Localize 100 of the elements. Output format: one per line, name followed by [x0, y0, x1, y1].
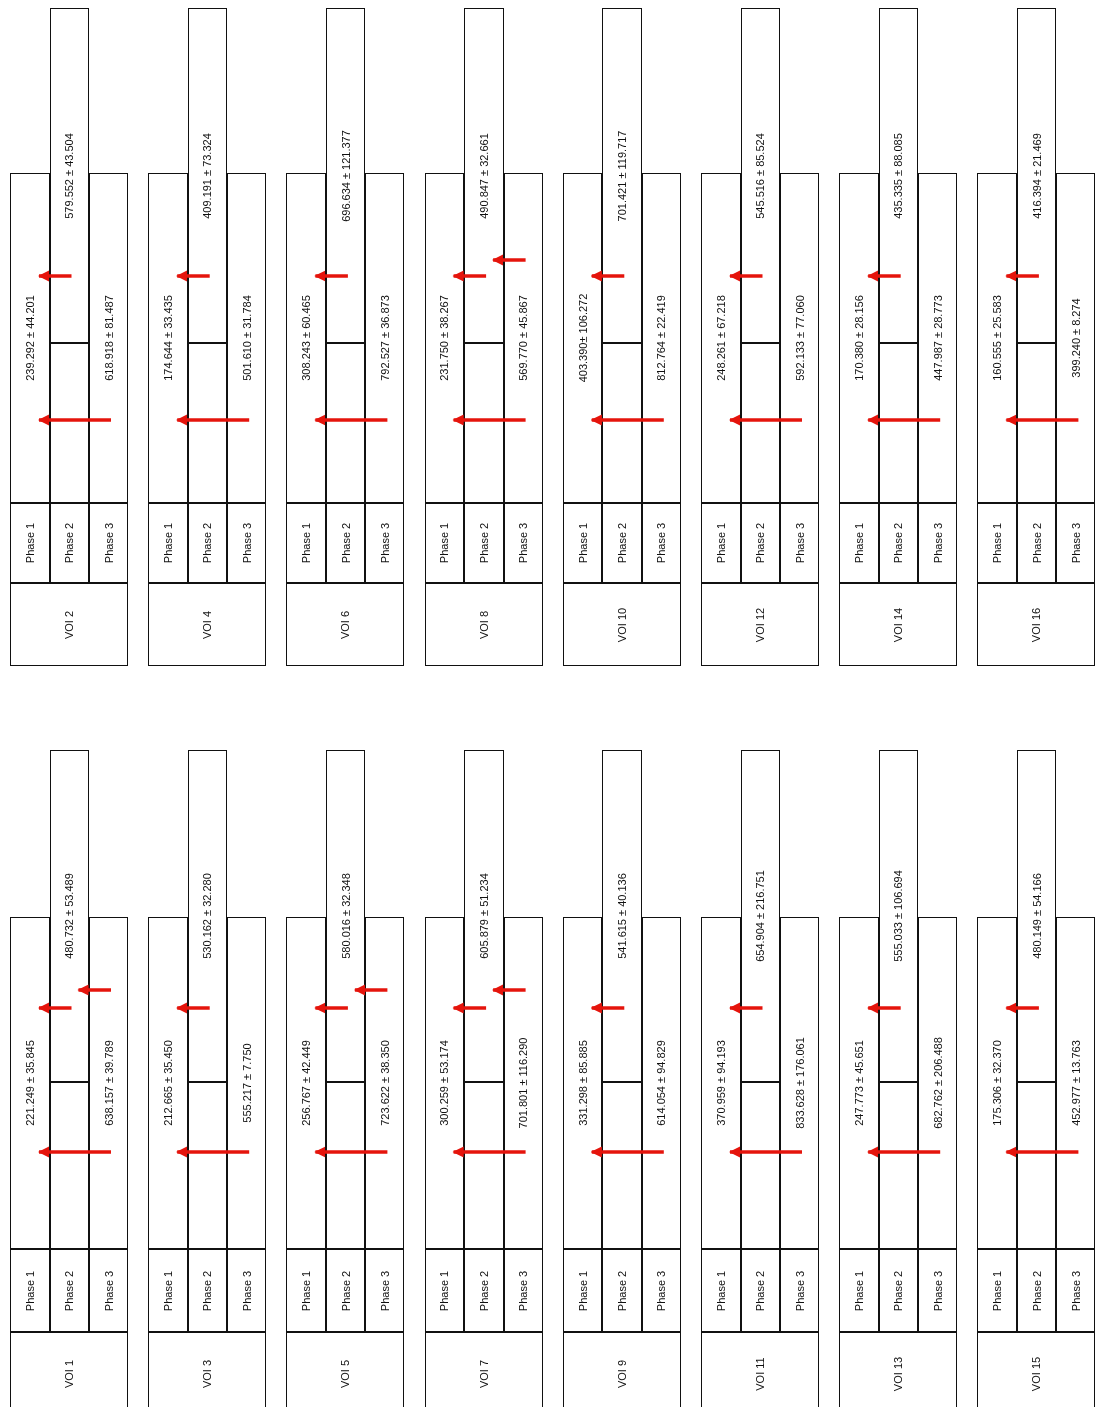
- phase-cell: Phase 3: [503, 1249, 543, 1332]
- arrow: [176, 1002, 210, 1014]
- arrow: [452, 1002, 487, 1014]
- value-cell: 638.157 ± 39.789: [89, 917, 128, 1249]
- voi-cell: VOI 16: [977, 583, 1096, 666]
- voi-cell: VOI 13: [839, 1332, 958, 1407]
- value-cell: 569.770 ± 45.867: [503, 173, 543, 503]
- arrow: [1005, 1146, 1079, 1158]
- arrow: [37, 414, 111, 426]
- phase-cell: Phase 3: [227, 503, 267, 583]
- voi-cell: VOI 2: [10, 583, 128, 666]
- phase-cell: Phase 2: [602, 1249, 642, 1332]
- phase-cell: Phase 3: [503, 503, 543, 583]
- value-cell: 701.421 ± 119.717: [602, 8, 642, 343]
- arrow: [314, 1002, 348, 1014]
- phase-cell: Phase 1: [839, 503, 879, 583]
- arrow: [492, 254, 526, 266]
- phase-cell: Phase 2: [325, 1249, 366, 1332]
- arrow: [590, 270, 625, 282]
- value-cell: 174.644 ± 33.435: [148, 173, 188, 503]
- value-cell: 541.615 ± 40.136: [602, 750, 642, 1082]
- arrow: [728, 270, 763, 282]
- phase-cell: Phase 2: [1016, 1249, 1057, 1332]
- value-cell: 555.217 ± 7.750: [227, 917, 267, 1249]
- arrow: [1005, 1002, 1039, 1014]
- phase-cell: Phase 3: [89, 503, 128, 583]
- phase-cell: Phase 1: [424, 503, 465, 583]
- phase-cell: Phase 3: [1056, 503, 1096, 583]
- phase-cell: Phase 1: [10, 503, 50, 583]
- value-cell: 170.380 ± 28.156: [839, 173, 879, 503]
- value-cell: 530.162 ± 32.280: [187, 750, 228, 1082]
- arrow: [590, 1146, 664, 1158]
- value-cell: 403.390± 106.272: [562, 173, 603, 503]
- phase-cell: Phase 1: [10, 1249, 50, 1332]
- phase-cell: Phase 2: [878, 503, 919, 583]
- value-cell: 555.033 ± 106.694: [878, 750, 919, 1082]
- phase-cell: Phase 2: [49, 1249, 89, 1332]
- value-cell: 592.133 ± 77.060: [780, 173, 819, 503]
- voi-cell: VOI 15: [977, 1332, 1096, 1407]
- voi-cell: VOI 8: [424, 583, 543, 666]
- arrow: [37, 1002, 72, 1014]
- voi-cell: VOI 10: [562, 583, 681, 666]
- value-cell: 723.622 ± 38.350: [365, 917, 405, 1249]
- phase-cell: Phase 3: [365, 503, 405, 583]
- value-cell: 490.847 ± 32.661: [464, 8, 504, 343]
- value-cell: 614.054 ± 94.829: [641, 917, 681, 1249]
- phase-cell: Phase 2: [740, 503, 780, 583]
- phase-cell: Phase 1: [701, 503, 741, 583]
- arrow: [452, 1146, 526, 1158]
- phase-cell: Phase 2: [464, 1249, 504, 1332]
- arrow: [728, 1146, 802, 1158]
- value-cell: 416.394 ± 21.469: [1016, 8, 1057, 343]
- arrow: [867, 1002, 901, 1014]
- value-cell: 545.516 ± 85.524: [740, 8, 780, 343]
- arrow: [37, 1146, 111, 1158]
- arrow: [176, 1146, 250, 1158]
- value-cell: 409.191 ± 73.324: [187, 8, 228, 343]
- phase-cell: Phase 1: [148, 503, 188, 583]
- phase-cell: Phase 1: [148, 1249, 188, 1332]
- phase-cell: Phase 2: [187, 503, 228, 583]
- value-cell: 248.261 ± 67.218: [701, 173, 741, 503]
- value-cell: 239.292 ± 44.201: [10, 173, 50, 503]
- value-cell: 701.801 ± 116.290: [503, 917, 543, 1249]
- phase-cell: Phase 2: [1016, 503, 1057, 583]
- voi-cell: VOI 11: [701, 1332, 819, 1407]
- value-cell: 160.555 ± 25.583: [977, 173, 1017, 503]
- value-cell: 175.306 ± 32.370: [977, 917, 1017, 1249]
- value-cell: 580.016 ± 32.348: [325, 750, 366, 1082]
- value-cell: 833.628 ± 176.061: [780, 917, 819, 1249]
- phase-cell: Phase 2: [878, 1249, 919, 1332]
- phase-cell: Phase 3: [918, 1249, 958, 1332]
- voi-cell: VOI 3: [148, 1332, 267, 1407]
- arrow: [314, 270, 348, 282]
- phase-cell: Phase 1: [286, 1249, 326, 1332]
- arrow: [176, 414, 250, 426]
- voi-cell: VOI 9: [562, 1332, 681, 1407]
- phase-cell: Phase 2: [325, 503, 366, 583]
- value-cell: 792.527 ± 36.873: [365, 173, 405, 503]
- value-cell: 696.634 ± 121.377: [325, 8, 366, 343]
- arrow: [314, 414, 388, 426]
- value-cell: 452.977 ± 13.763: [1056, 917, 1096, 1249]
- value-cell: 435.335 ± 88.085: [878, 8, 919, 343]
- phase-cell: Phase 3: [641, 1249, 681, 1332]
- value-cell: 231.750 ± 38.267: [424, 173, 465, 503]
- arrow: [353, 984, 388, 996]
- arrow: [867, 414, 941, 426]
- phase-cell: Phase 3: [1056, 1249, 1096, 1332]
- voi-cell: VOI 6: [286, 583, 405, 666]
- phase-cell: Phase 3: [365, 1249, 405, 1332]
- value-cell: 300.259 ± 53.174: [424, 917, 465, 1249]
- value-cell: 618.918 ± 81.487: [89, 173, 128, 503]
- value-cell: 812.764 ± 22.419: [641, 173, 681, 503]
- phase-cell: Phase 1: [839, 1249, 879, 1332]
- value-cell: 308.243 ± 60.465: [286, 173, 326, 503]
- value-cell: 480.149 ± 54.166: [1016, 750, 1057, 1082]
- arrow: [314, 1146, 388, 1158]
- phase-cell: Phase 1: [977, 1249, 1017, 1332]
- arrow: [728, 414, 802, 426]
- arrow: [1005, 414, 1079, 426]
- phase-cell: Phase 2: [464, 503, 504, 583]
